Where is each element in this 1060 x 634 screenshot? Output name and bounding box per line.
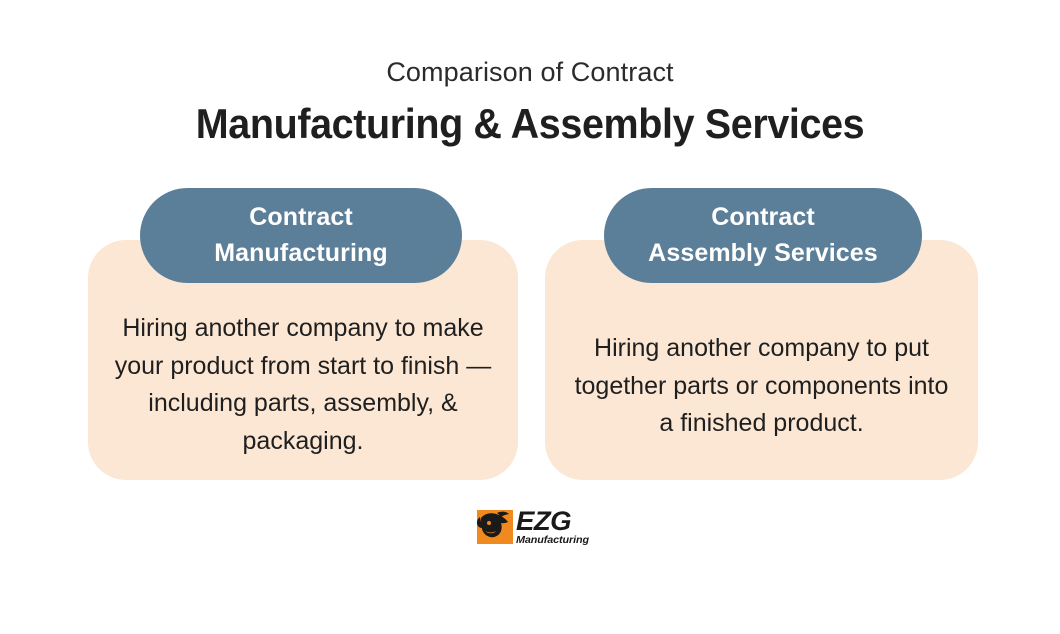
comparison-column-contract-assembly: Contract Assembly Services Hiring anothe…	[545, 188, 978, 488]
card-header-pill-right: Contract Assembly Services	[604, 188, 922, 283]
card-header-pill-left: Contract Manufacturing	[140, 188, 462, 283]
logo-tagline-text: Manufacturing	[515, 535, 589, 546]
card-header-label-left: Contract Manufacturing	[214, 203, 388, 267]
comparison-column-contract-manufacturing: Contract Manufacturing Hiring another co…	[88, 188, 518, 488]
eyebrow-text: Comparison of Contract	[386, 57, 674, 87]
logo-wordmark: EZG Manufacturing	[515, 506, 589, 546]
bull-head-icon	[476, 510, 513, 544]
page-title: Manufacturing & Assembly Services	[195, 99, 865, 147]
logo-brand-text: EZG	[515, 506, 572, 536]
comparison-columns: Contract Manufacturing Hiring another co…	[0, 188, 1060, 488]
card-body-text-right: Hiring another company to put together p…	[574, 334, 949, 437]
brand-logo: EZG Manufacturing	[0, 508, 1060, 546]
header: Comparison of Contract Manufacturing & A…	[0, 57, 1060, 147]
card-header-label-right: Contract Assembly Services	[648, 203, 878, 267]
logo-inner: EZG Manufacturing	[476, 506, 589, 546]
card-body-text-left: Hiring another company to make your prod…	[114, 314, 492, 455]
